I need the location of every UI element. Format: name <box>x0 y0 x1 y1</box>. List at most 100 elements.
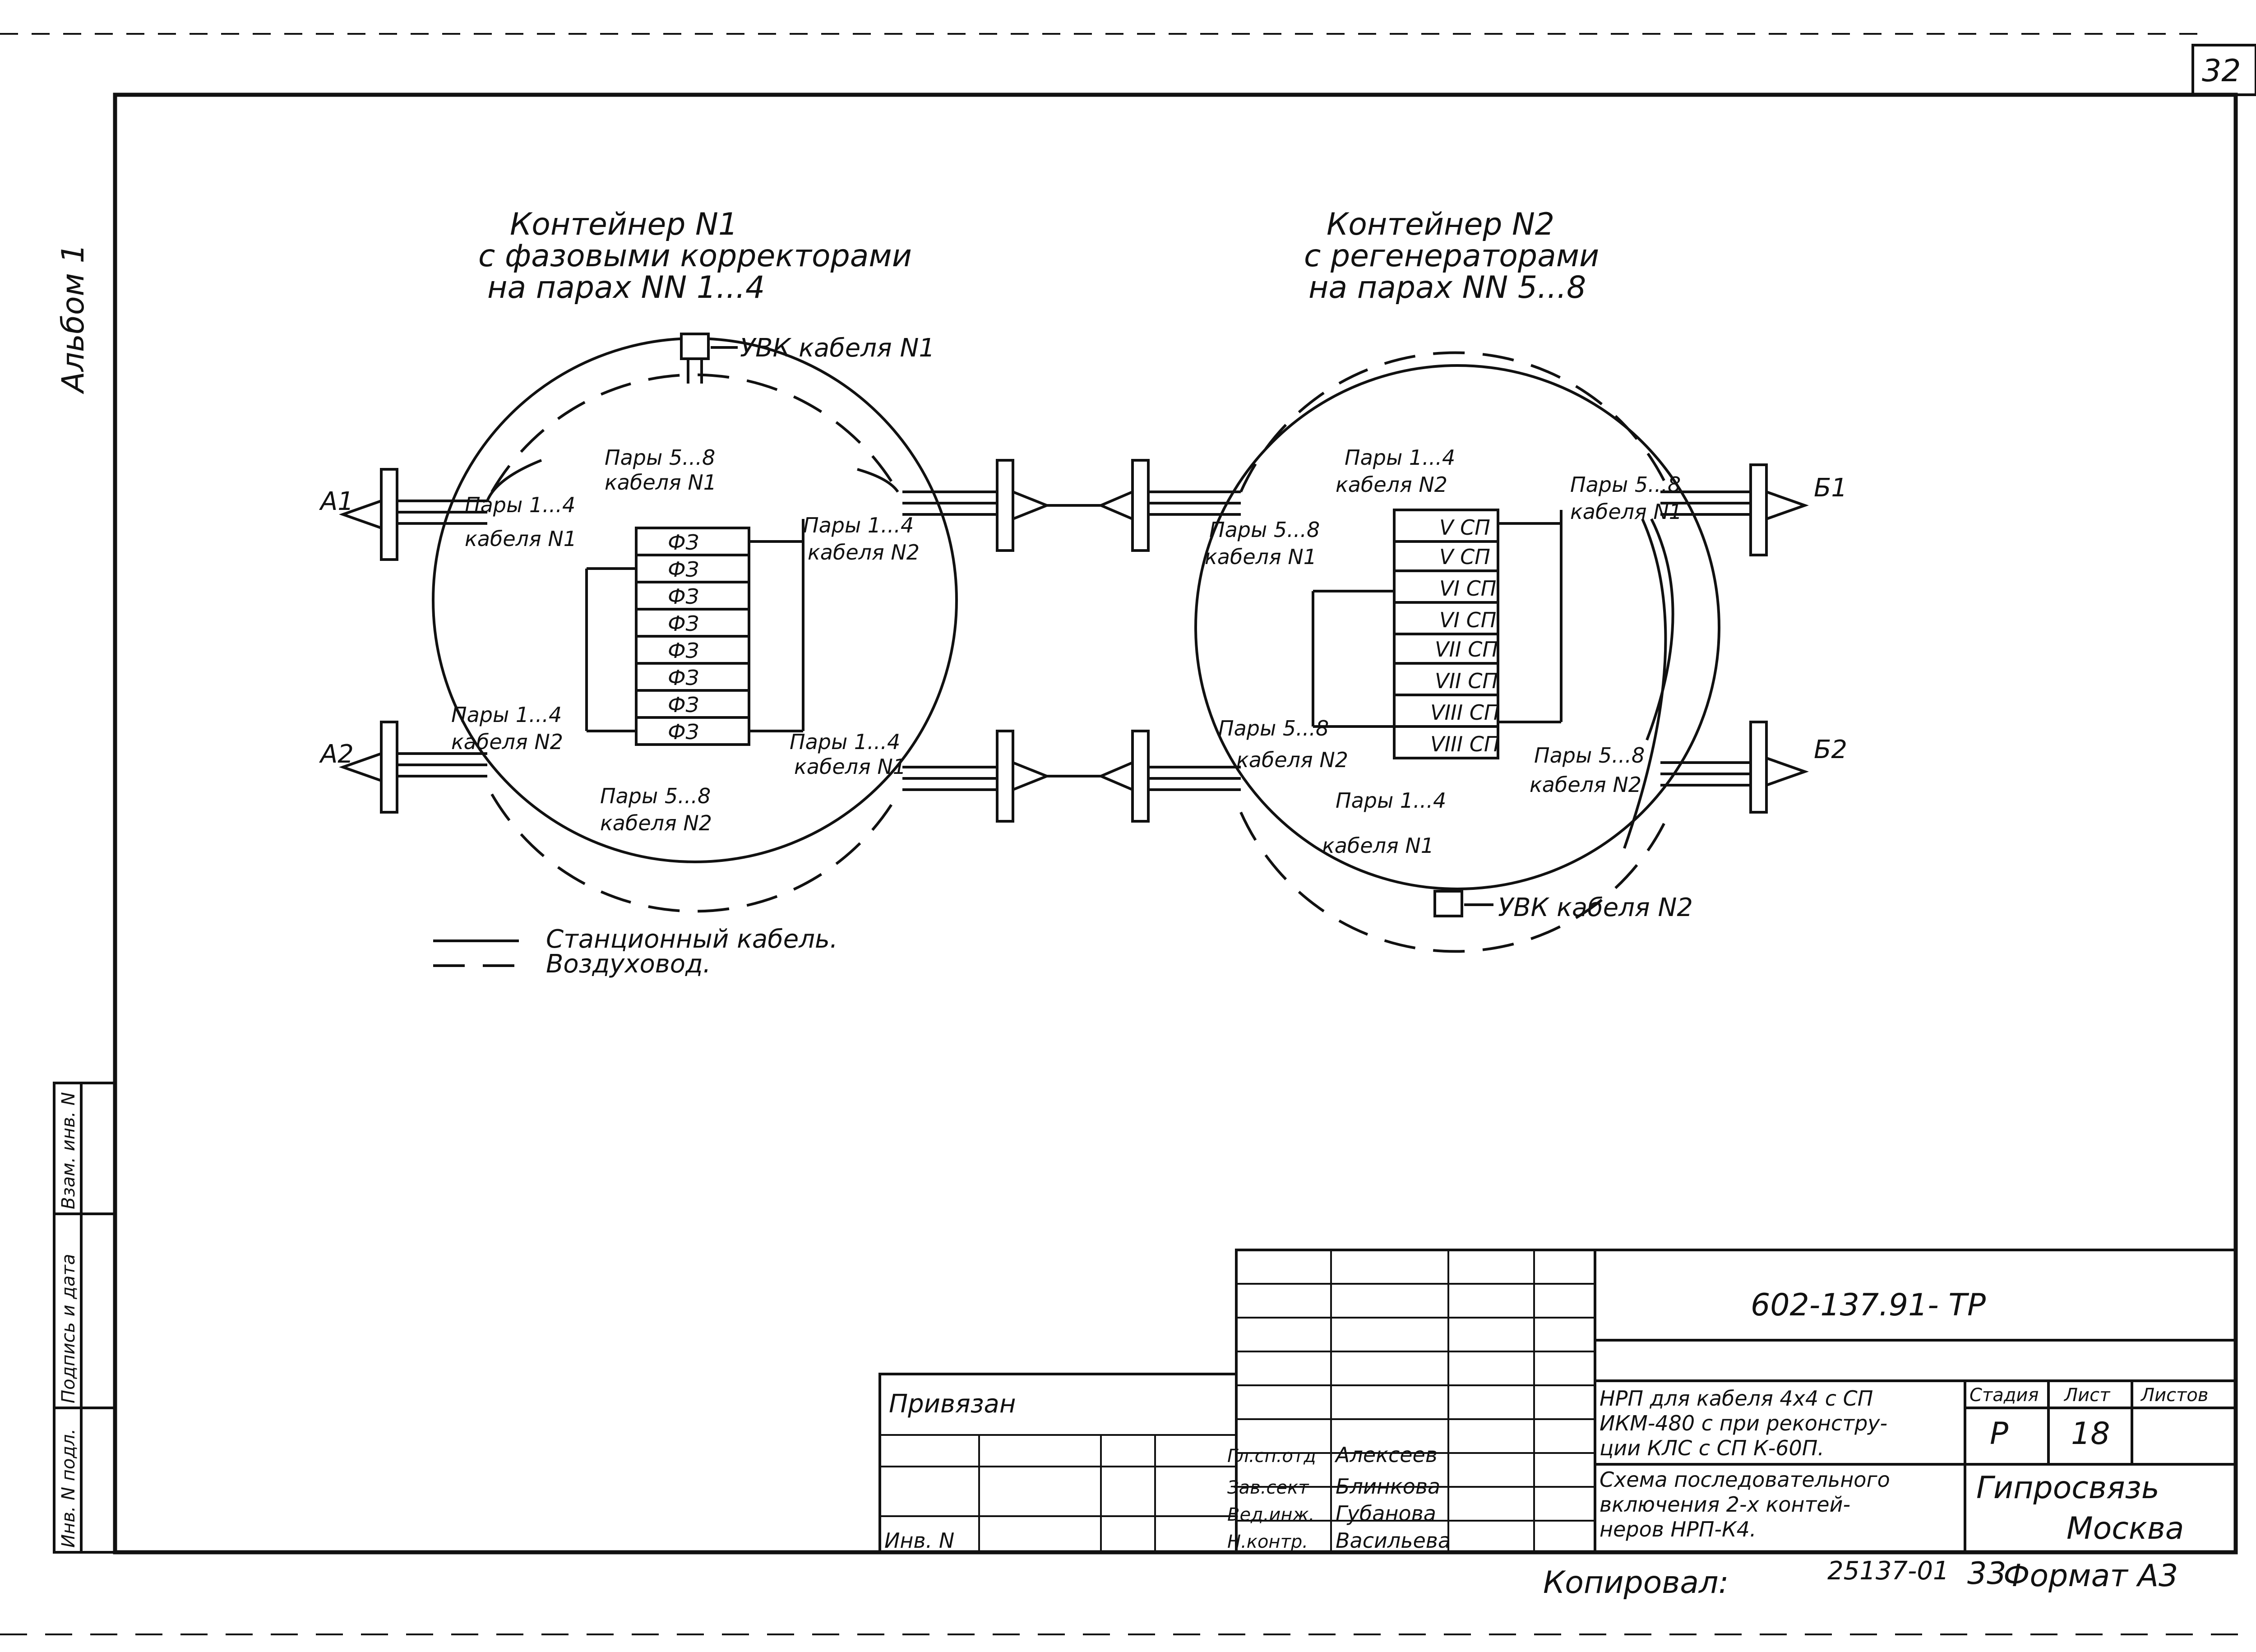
album-label: Альбом 1 <box>55 244 91 394</box>
fz-unit: ФЗ <box>668 639 699 663</box>
fz-unit: ФЗ <box>668 693 699 717</box>
stamp-replace: Взам. инв. N <box>58 1092 79 1209</box>
page-number-box <box>2191 44 2256 96</box>
container-1-air-duct-lower <box>490 793 899 913</box>
document-code: 602-137.91- ТР <box>1751 1287 1986 1323</box>
page-number: 32 <box>2202 53 2241 89</box>
city: Москва <box>2066 1511 2184 1546</box>
c2-pairs58-cable2-left-a: Пары 5...8 <box>1218 716 1329 740</box>
container-2: Контейнер N2 с регенераторами на парах N… <box>1097 207 1847 953</box>
stage-value: Р <box>1990 1416 2008 1452</box>
c1-pairs14-cable1-right-b: кабеля N1 <box>794 754 906 779</box>
c1-pairs14-cable1-a: Пары 1...4 <box>465 493 575 517</box>
uvk-1-label: УВК кабеля N1 <box>740 333 935 363</box>
uvk-2-label: УВК кабеля N2 <box>1498 893 1693 922</box>
legend-solid-label: Станционный кабель. <box>546 925 838 954</box>
name-2: Блинкова <box>1336 1474 1440 1499</box>
container-2-air-duct <box>1239 351 1671 493</box>
c1-pairs14-cable2-left-a: Пары 1...4 <box>451 703 562 727</box>
sp-unit: VI СП <box>1439 608 1496 632</box>
c2-pairs58-cable1-b: кабеля N1 <box>1205 545 1317 569</box>
sheet-value: 18 <box>2071 1416 2110 1452</box>
drawing-frame <box>113 93 2238 1555</box>
c2-pairs58-cable1-right-a: Пары 5...8 <box>1570 472 1681 497</box>
sp-unit: V СП <box>1439 545 1490 569</box>
legend: Станционный кабель. Воздуховод. <box>433 925 838 979</box>
copy-sheet: 33 <box>1967 1556 2006 1592</box>
container-1-title: Контейнер N1 <box>510 207 738 242</box>
c1-pairs58-cable2-b: кабеля N2 <box>600 811 712 835</box>
sp-unit: VIII СП <box>1430 700 1500 725</box>
sheet-header: Лист <box>2063 1385 2111 1406</box>
container-2-outline <box>1194 364 1720 890</box>
fz-unit: ФЗ <box>668 584 699 609</box>
sheet-title-line-3: неров НРП-К4. <box>1600 1517 1757 1541</box>
description-line-2: ИКМ-480 с при реконстру- <box>1600 1411 1887 1435</box>
footer: Копировал: 25137-01 33 Формат А3 <box>1543 1556 2178 1601</box>
c1-pairs14-cable1-right-a: Пары 1...4 <box>790 730 900 754</box>
name-3: Губанова <box>1336 1501 1436 1526</box>
fz-unit: ФЗ <box>668 557 699 582</box>
copy-number: 25137-01 <box>1827 1556 1949 1586</box>
terminal-b2: Б2 <box>1814 735 1847 764</box>
sp-unit: VII СП <box>1435 669 1498 693</box>
c2-pairs14-cable2-b: кабеля N2 <box>1336 472 1447 497</box>
title-block: 602-137.91- ТР НРП для кабеля 4х4 с СП И… <box>878 1249 2237 1554</box>
inter-container-link <box>1047 504 1101 777</box>
fz-rack: ФЗ ФЗ ФЗ ФЗ ФЗ ФЗ ФЗ ФЗ <box>585 519 804 746</box>
c2-pairs14-cable1-b: кабеля N1 <box>1322 833 1434 858</box>
legend-dashed-label: Воздуховод. <box>546 949 711 979</box>
sp-unit: VII СП <box>1435 637 1498 662</box>
stamp-signature: Подпись и дата <box>58 1254 79 1403</box>
c2-pairs58-cable2-right-b: кабеля N2 <box>1530 773 1641 797</box>
fz-unit: ФЗ <box>668 666 699 690</box>
organization: Гипросвязь <box>1976 1470 2159 1506</box>
sp-unit: VI СП <box>1439 576 1496 601</box>
sp-unit: VIII СП <box>1430 732 1500 756</box>
c2-pairs58-cable2-right-a: Пары 5...8 <box>1534 743 1645 768</box>
container-2-title: Контейнер N2 <box>1327 207 1554 242</box>
uvk-2-box <box>1433 890 1463 917</box>
stage-header: Стадия <box>1969 1385 2039 1406</box>
container-1-pairs: на парах NN 1...4 <box>487 270 765 305</box>
c1-pairs14-cable2-right-b: кабеля N2 <box>808 540 920 565</box>
container-2-subtitle: с регенераторами <box>1304 238 1599 274</box>
container-1-air-duct <box>490 373 899 493</box>
c1-pairs14-cable2-left-b: кабеля N2 <box>451 730 563 754</box>
terminal-b1: Б1 <box>1814 473 1847 503</box>
name-1: Алексеев <box>1334 1443 1438 1467</box>
role-4: Н.контр. <box>1227 1532 1308 1552</box>
inv-label: Инв. N <box>884 1528 954 1553</box>
container-1: Контейнер N1 с фазовыми корректорами на … <box>319 207 1051 913</box>
c1-pairs14-cable2-right-a: Пары 1...4 <box>803 513 914 537</box>
name-4: Васильева <box>1336 1528 1451 1553</box>
uvk-1-box <box>680 333 710 360</box>
c2-pairs58-cable2-left-b: кабеля N2 <box>1236 748 1348 772</box>
role-1: Гл.сп.отд <box>1227 1446 1316 1467</box>
description-line-3: ции КЛС с СП К-60П. <box>1600 1436 1824 1460</box>
container-2-air-duct-lower <box>1239 811 1671 953</box>
format-label: Формат А3 <box>2003 1558 2178 1594</box>
fz-unit: ФЗ <box>668 720 699 744</box>
c1-pairs58-cable1-a: Пары 5...8 <box>605 445 715 470</box>
c1-pairs58-cable1-b: кабеля N1 <box>605 470 717 495</box>
c2-pairs14-cable1-a: Пары 1...4 <box>1336 788 1446 813</box>
role-3: Вед.инж. <box>1227 1504 1314 1525</box>
container-2-pairs: на парах NN 5...8 <box>1308 270 1586 305</box>
c1-pairs58-cable2-a: Пары 5...8 <box>600 784 711 808</box>
side-stamp: Инв. N подл. Подпись и дата Взам. инв. N <box>53 1082 116 1554</box>
role-2: Зав.сект <box>1227 1477 1309 1498</box>
bound-label: Привязан <box>889 1389 1016 1419</box>
c1-pairs14-cable1-b: кабеля N1 <box>465 527 577 551</box>
sheets-header: Листов <box>2140 1385 2208 1406</box>
sheet-title-line-1: Схема последовательного <box>1600 1467 1890 1492</box>
fz-unit: ФЗ <box>668 530 699 555</box>
description-line-1: НРП для кабеля 4х4 с СП <box>1600 1386 1873 1411</box>
container-1-subtitle: с фазовыми корректорами <box>478 238 912 274</box>
c2-pairs58-cable1-right-b: кабеля N1 <box>1570 500 1682 524</box>
c2-pairs14-cable2-a: Пары 1...4 <box>1345 445 1455 470</box>
sp-rack: V СП V СП VI СП VI СП VII СП VII СП VIII… <box>1312 509 1563 759</box>
copied-label: Копировал: <box>1543 1565 1729 1601</box>
fz-unit: ФЗ <box>668 611 699 636</box>
